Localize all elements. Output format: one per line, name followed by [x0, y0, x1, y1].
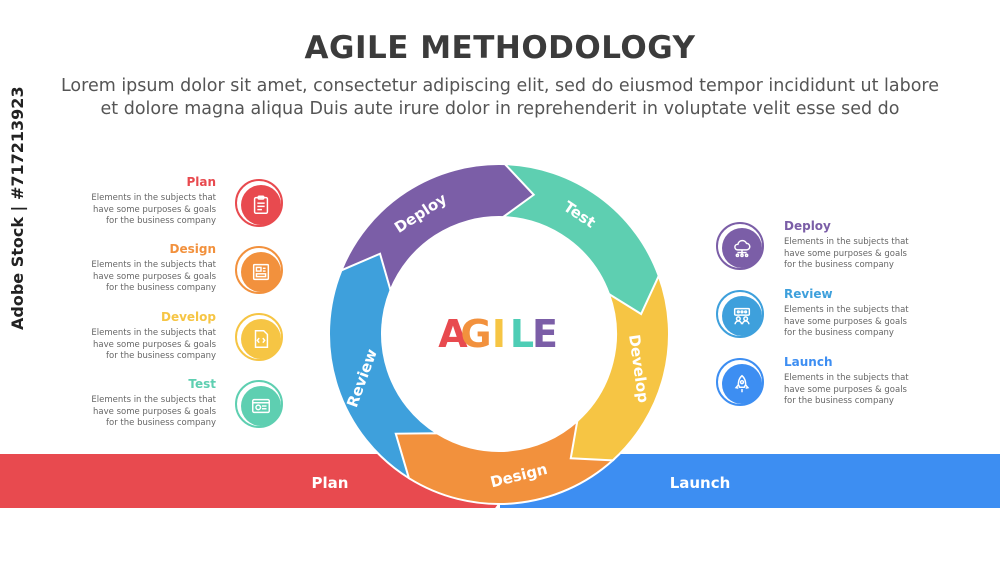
item-label: Launch: [784, 355, 833, 369]
page-title: AGILE METHODOLOGY: [304, 30, 696, 66]
icon-fill: [241, 185, 281, 225]
item-label: Design: [169, 242, 217, 256]
clipboard-icon: [235, 179, 283, 227]
rocket-icon: [716, 358, 764, 406]
team-review-icon: [716, 290, 764, 338]
cycle-segment-test: [500, 163, 660, 321]
center-word-letter: L: [510, 312, 534, 356]
plan-bar-label: Plan: [312, 474, 349, 492]
item-label: Deploy: [784, 219, 831, 233]
center-word-letter: A: [438, 312, 468, 356]
plan-bar: [0, 454, 515, 508]
subtitle-line-2: et dolore magna aliqua Duis aute irure d…: [100, 99, 900, 119]
blueprint-icon: [235, 246, 283, 294]
item-label: Test: [188, 377, 216, 391]
cycle-segment-develop: [565, 273, 670, 462]
watermark-text: Adobe Stock | #717213923: [8, 86, 27, 330]
page-subtitle: Lorem ipsum dolor sit amet, consectetur …: [40, 75, 960, 121]
code-file-icon: [235, 313, 283, 361]
center-word-letter: I: [492, 312, 506, 356]
center-word-letter: G: [460, 312, 491, 356]
test-window-icon: [235, 380, 283, 428]
item-label: Review: [784, 287, 833, 301]
item-label: Plan: [186, 175, 216, 189]
cloud-network-icon: [716, 222, 764, 270]
cycle-segment-design: [394, 418, 616, 505]
launch-bar-label: Launch: [670, 474, 731, 492]
center-word-letter: E: [532, 312, 558, 356]
item-label: Develop: [160, 310, 216, 324]
subtitle-line-1: Lorem ipsum dolor sit amet, consectetur …: [60, 76, 940, 96]
